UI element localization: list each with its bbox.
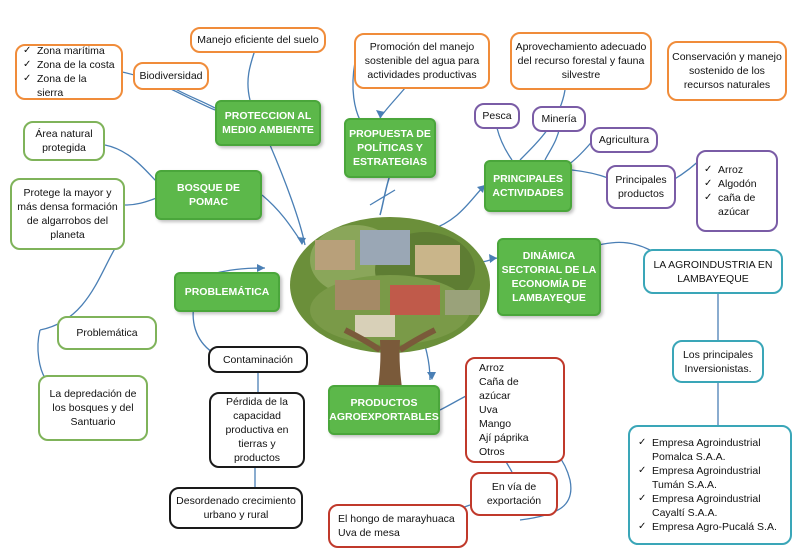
- productos-lista-box[interactable]: Arroz Caña de azúcar Uva Mango Ají pápri…: [465, 357, 565, 463]
- empresa-item: ✓ Empresa Agro-Pucalá S.A.: [638, 520, 782, 534]
- mineria-box[interactable]: Minería: [532, 106, 586, 132]
- agroindustria-label: LA AGROINDUSTRIA EN LAMBAYEQUE: [653, 258, 773, 285]
- area-protegida-box[interactable]: Área natural protegida: [23, 121, 105, 161]
- check-icon: ✓: [23, 45, 32, 56]
- area-protegida-label: Área natural protegida: [35, 128, 93, 154]
- pesca-box[interactable]: Pesca: [474, 103, 520, 129]
- producto-item: ✓ caña de azúcar: [704, 191, 770, 219]
- check-icon: ✓: [704, 192, 713, 203]
- producto-item: ✓ Algodón: [704, 177, 770, 191]
- manejo-suelo-label: Manejo eficiente del suelo: [197, 34, 319, 46]
- node-bosque-pomac[interactable]: BOSQUE DE POMAC: [155, 170, 262, 220]
- empresa-item: ✓ Empresa Agroindustrial Tumán S.A.A.: [638, 464, 782, 492]
- node-proteccion-label: PROTECCION AL MEDIO AMBIENTE: [222, 110, 314, 136]
- empresa-item: ✓ Empresa Agroindustrial Pomalca S.A.A.: [638, 436, 782, 464]
- producto-item: ✓ Arroz: [704, 163, 770, 177]
- check-icon: ✓: [23, 73, 32, 84]
- aprovechamiento-label: Aprovechamiento adecuado del recurso for…: [515, 41, 647, 81]
- producto-agro-item: Otros: [479, 446, 505, 458]
- node-bosque-pomac-label: BOSQUE DE POMAC: [176, 182, 240, 208]
- tree-illustration: [290, 217, 490, 428]
- empresa-label: Empresa Agroindustrial Pomalca S.A.A.: [652, 437, 761, 463]
- mineria-label: Minería: [541, 113, 577, 125]
- empresa-label: Empresa Agroindustrial Cayaltí S.A.A.: [652, 493, 761, 519]
- inversionistas-box[interactable]: Los principales Inversionistas.: [672, 340, 764, 383]
- check-icon: ✓: [704, 178, 713, 189]
- desordenado-box[interactable]: Desordenado crecimiento urbano y rural: [169, 487, 303, 529]
- zona-item: ✓ Zona marítima: [23, 44, 115, 58]
- producto-agro-item: Arroz: [479, 362, 505, 374]
- producto-agro-item: Uva: [479, 404, 498, 416]
- principales-productos-box[interactable]: Principales productos: [606, 165, 676, 209]
- producto-label: caña de azúcar: [718, 192, 756, 218]
- check-icon: ✓: [638, 521, 647, 532]
- producto-label: Algodón: [718, 178, 757, 190]
- aprovechamiento-box[interactable]: Aprovechamiento adecuado del recurso for…: [510, 32, 652, 90]
- perdida-label: Pérdida de la capacidad productiva en ti…: [225, 396, 289, 464]
- node-dinamica-sectorial[interactable]: DINÁMICA SECTORIAL DE LA ECONOMÍA DE LAM…: [497, 238, 601, 316]
- zona-label: Zona de la sierra: [37, 73, 87, 99]
- zona-label: Zona marítima: [37, 45, 105, 57]
- node-dinamica-sectorial-label: DINÁMICA SECTORIAL DE LA ECONOMÍA DE LAM…: [501, 250, 597, 304]
- productos-list-box[interactable]: ✓ Arroz ✓ Algodón ✓ caña de azúcar: [696, 150, 778, 232]
- zona-label: Zona de la costa: [37, 59, 115, 71]
- agroindustria-box[interactable]: LA AGROINDUSTRIA EN LAMBAYEQUE: [643, 249, 783, 294]
- agricultura-box[interactable]: Agricultura: [590, 127, 658, 153]
- zonas-box[interactable]: ✓ Zona marítima ✓ Zona de la costa ✓ Zona d…: [15, 44, 123, 100]
- agricultura-label: Agricultura: [598, 134, 650, 146]
- zona-item: ✓ Zona de la sierra: [23, 72, 115, 100]
- contaminacion-box[interactable]: Contaminación: [208, 346, 308, 373]
- promocion-label: Promoción del manejo sostenible del agua…: [364, 41, 480, 81]
- biodiversidad-box[interactable]: Biodiversidad: [133, 62, 209, 90]
- problematica-bosque-box[interactable]: Problemática: [57, 316, 157, 350]
- check-icon: ✓: [23, 59, 32, 70]
- desordenado-label: Desordenado crecimiento urbano y rural: [176, 495, 296, 521]
- node-productos-agroexportables[interactable]: PRODUCTOS AGROEXPORTABLES: [328, 385, 440, 435]
- empresa-label: Empresa Agroindustrial Tumán S.A.A.: [652, 465, 761, 491]
- producto-agro-item: Caña de azúcar: [479, 376, 519, 402]
- check-icon: ✓: [638, 465, 647, 476]
- manejo-suelo-box[interactable]: Manejo eficiente del suelo: [190, 27, 326, 53]
- node-propuesta[interactable]: PROPUESTA DE POLÍTICAS Y ESTRATEGIAS: [344, 118, 436, 178]
- empresas-box[interactable]: ✓ Empresa Agroindustrial Pomalca S.A.A. ✓…: [628, 425, 792, 545]
- node-problematica-label: PROBLEMÁTICA: [184, 286, 270, 298]
- zona-item: ✓ Zona de la costa: [23, 58, 115, 72]
- node-propuesta-label: PROPUESTA DE POLÍTICAS Y ESTRATEGIAS: [349, 128, 431, 168]
- conservacion-label: Conservación y manejo sostenido de los r…: [672, 51, 782, 91]
- conservacion-box[interactable]: Conservación y manejo sostenido de los r…: [667, 41, 787, 101]
- protege-box[interactable]: Protege la mayor y más densa formación d…: [10, 178, 125, 250]
- node-problematica[interactable]: PROBLEMÁTICA: [174, 272, 280, 312]
- en-via-label: En vía de exportación: [486, 481, 542, 507]
- node-principales-actividades-label: PRINCIPALES ACTIVIDADES: [492, 173, 564, 199]
- producto-label: Arroz: [718, 164, 744, 176]
- producto-agro-item: Mango: [479, 418, 512, 430]
- inversionistas-label: Los principales Inversionistas.: [682, 348, 754, 375]
- protege-label: Protege la mayor y más densa formación d…: [17, 187, 118, 241]
- problematica-bosque-label: Problemática: [76, 327, 138, 339]
- depredacion-label: La depredación de los bosques y del Sant…: [49, 388, 137, 428]
- producto-agro-item: Ají páprika: [479, 432, 529, 444]
- perdida-box[interactable]: Pérdida de la capacidad productiva en ti…: [209, 392, 305, 468]
- check-icon: ✓: [704, 164, 713, 175]
- en-via-box[interactable]: En vía de exportación: [470, 472, 558, 516]
- hongo-box[interactable]: El hongo de marayhuaca Uva de mesa: [328, 504, 468, 548]
- check-icon: ✓: [638, 493, 647, 504]
- check-icon: ✓: [638, 437, 647, 448]
- node-principales-actividades[interactable]: PRINCIPALES ACTIVIDADES: [484, 160, 572, 212]
- contaminacion-label: Contaminación: [222, 353, 294, 366]
- hongo-item: El hongo de marayhuaca: [338, 513, 455, 525]
- depredacion-box[interactable]: La depredación de los bosques y del Sant…: [38, 375, 148, 441]
- empresa-item: ✓ Empresa Agroindustrial Cayaltí S.A.A.: [638, 492, 782, 520]
- node-productos-agroexportables-label: PRODUCTOS AGROEXPORTABLES: [329, 397, 439, 423]
- empresa-label: Empresa Agro-Pucalá S.A.: [652, 521, 777, 533]
- pesca-label: Pesca: [482, 110, 512, 122]
- hongo-item: Uva de mesa: [338, 527, 400, 539]
- biodiversidad-label: Biodiversidad: [139, 70, 203, 82]
- principales-productos-label: Principales productos: [615, 174, 667, 200]
- node-proteccion[interactable]: PROTECCION AL MEDIO AMBIENTE: [215, 100, 321, 146]
- promocion-box[interactable]: Promoción del manejo sostenible del agua…: [354, 33, 490, 89]
